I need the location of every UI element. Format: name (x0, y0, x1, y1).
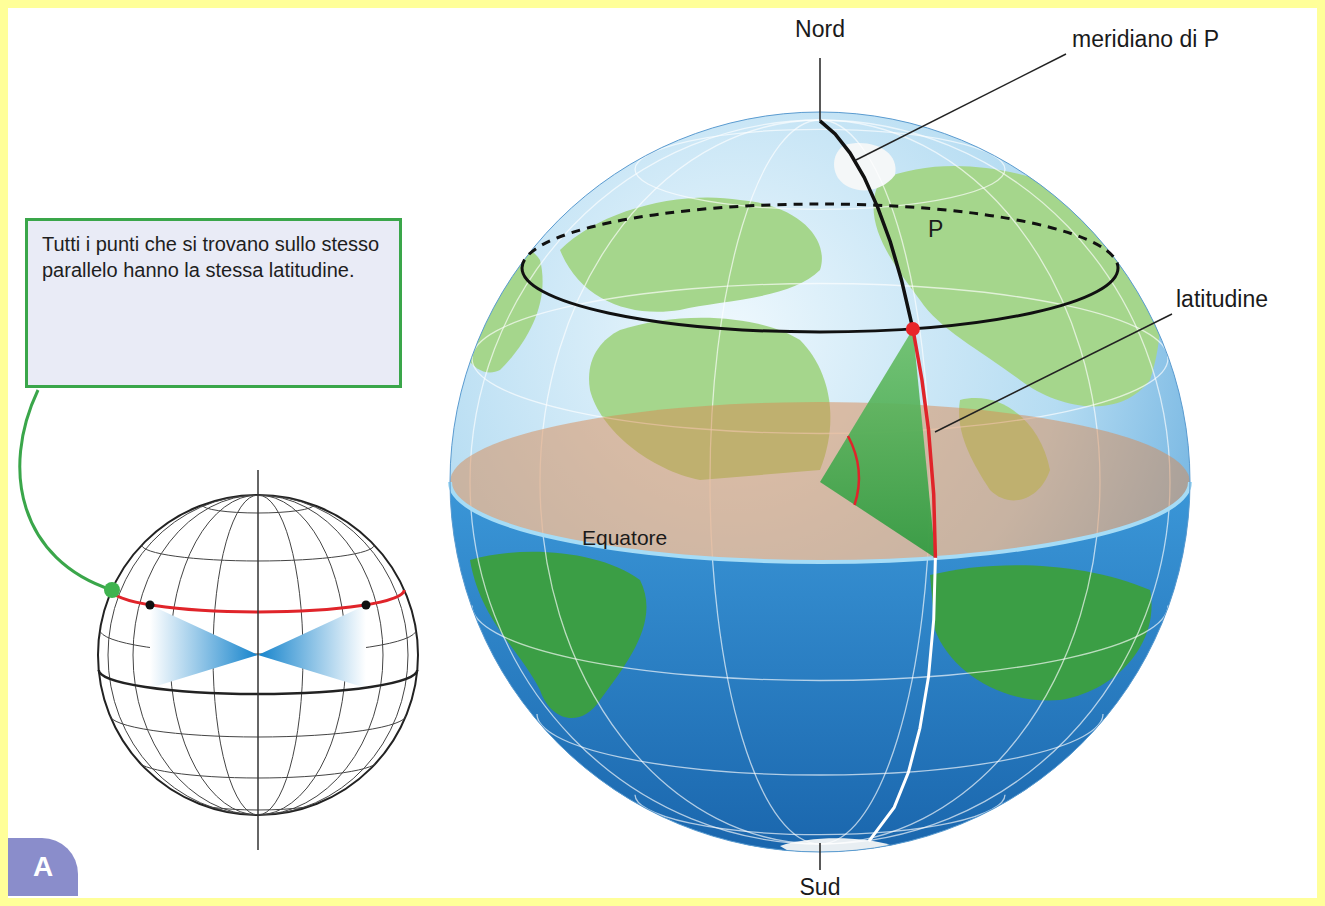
small-axis (257, 470, 259, 850)
big-globe (450, 54, 1190, 870)
callout-text: Tutti i punti che si trovano sullo stess… (42, 231, 385, 283)
latitude-arc (913, 329, 936, 558)
pole-label-holder: Sud (800, 874, 841, 901)
latitude-cone (258, 605, 366, 688)
axis-line (819, 58, 821, 121)
equator-line (450, 482, 1190, 562)
latitude-label: latitudine (1176, 286, 1268, 313)
pole-label-holder: Nord (795, 16, 845, 43)
point-label: P (928, 216, 943, 243)
pole-label: Nord (795, 16, 845, 43)
parallel-back (522, 204, 1118, 268)
panel-letter: A (33, 851, 53, 883)
point-dot (362, 601, 371, 610)
parallel-front (522, 268, 1118, 332)
small-globe (20, 390, 418, 850)
leader-line (935, 314, 1172, 432)
ice (834, 143, 896, 190)
callout-dot (104, 582, 120, 598)
meridian-p (820, 121, 913, 329)
meridian-label: meridiano di P (1072, 26, 1219, 53)
axis-line (819, 843, 821, 870)
point-dot (146, 601, 155, 610)
pole-label: Sud (800, 874, 841, 901)
equator-label-holder: Equatore (582, 526, 667, 550)
latitude-cone (150, 605, 258, 688)
point-label-holder: P (928, 216, 943, 243)
equator-label: Equatore (582, 526, 667, 550)
angle-arc (848, 436, 859, 505)
point-p (906, 322, 920, 336)
globe-outline (450, 112, 1190, 852)
latitude-angle (820, 329, 935, 558)
latitude-label-holder: latitudine (1176, 286, 1268, 313)
callout-leader (20, 390, 112, 590)
meridian-label-holder: meridiano di P (1072, 26, 1219, 53)
ocean-upper (450, 112, 1190, 852)
leader-line (856, 54, 1066, 160)
callout-box: Tutti i punti che si trovano sullo stess… (25, 218, 402, 388)
meridian-lower (869, 558, 936, 841)
